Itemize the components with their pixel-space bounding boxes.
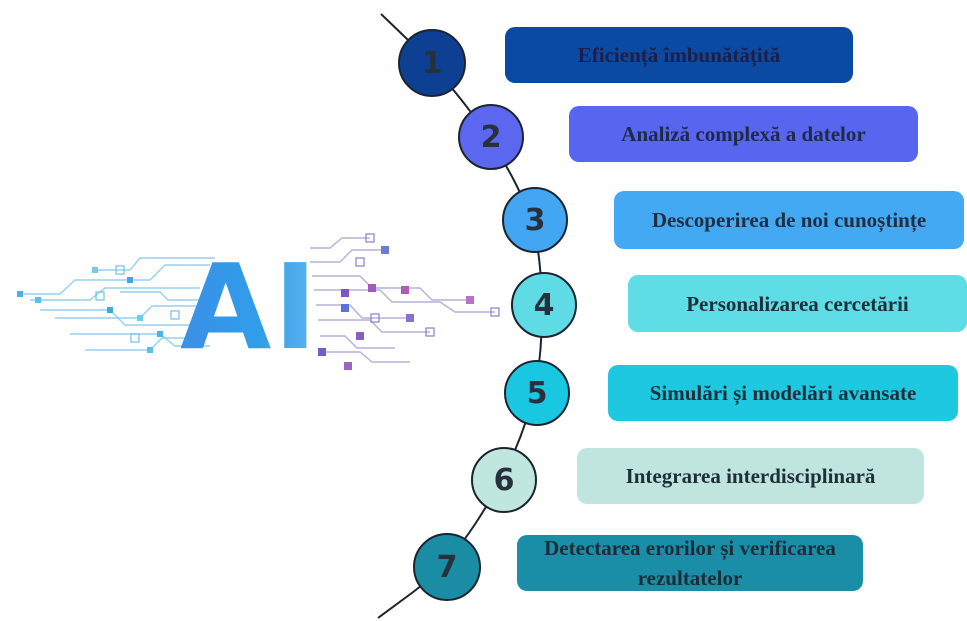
circuit-node — [17, 291, 23, 297]
circuit-node — [107, 307, 113, 313]
step-number: 2 — [480, 119, 502, 155]
circuit-pad — [355, 257, 365, 267]
circuit-node — [381, 246, 389, 254]
step-number: 6 — [493, 462, 515, 498]
circuit-pad — [365, 233, 375, 243]
circuit-trace — [55, 305, 205, 319]
circuit-node — [356, 332, 364, 340]
circuit-node — [92, 267, 98, 273]
circuit-node — [344, 362, 352, 370]
ai-logo-text: AI — [180, 238, 320, 376]
circuit-trace — [85, 337, 205, 351]
circuit-node — [127, 277, 133, 283]
step-3-circle: 3 — [502, 187, 568, 253]
circuit-node — [318, 348, 326, 356]
circuit-trace — [30, 287, 200, 301]
step-2-label: Analiză complexă a datelor — [569, 106, 918, 162]
circuit-trace — [322, 351, 410, 363]
circuit-node — [341, 304, 349, 312]
step-1-label: Eficiență îmbunătățită — [505, 27, 853, 83]
circuit-pad — [95, 291, 105, 301]
circuit-node — [466, 296, 474, 304]
step-4-circle: 4 — [511, 272, 577, 338]
circuit-trace — [316, 304, 410, 319]
step-4-label: Personalizarea cercetării — [628, 275, 967, 332]
circuit-trace — [310, 249, 385, 263]
step-1-circle: 1 — [398, 29, 466, 97]
step-number: 1 — [421, 45, 443, 81]
circuit-pad — [425, 327, 435, 337]
circuit-pad — [115, 265, 125, 275]
circuit-node — [341, 289, 349, 297]
circuit-trace — [95, 257, 215, 271]
circuit-pad — [170, 310, 180, 320]
circuit-pad — [370, 313, 380, 323]
step-5-label: Simulări și modelări avansate — [608, 365, 958, 421]
circuit-node — [401, 286, 409, 294]
circuit-trace — [320, 335, 395, 349]
step-number: 3 — [524, 202, 546, 238]
step-number: 7 — [436, 549, 458, 585]
circuit-trace — [312, 275, 470, 301]
circuit-trace — [318, 319, 430, 333]
circuit-pad — [490, 307, 500, 317]
circuit-node — [147, 347, 153, 353]
circuit-trace — [310, 237, 370, 249]
circuit-node — [137, 315, 143, 321]
step-6-label: Integrarea interdisciplinară — [577, 448, 924, 504]
step-7-label: Detectarea erorilor și verificarea rezul… — [517, 535, 863, 591]
step-2-circle: 2 — [458, 104, 524, 170]
circuit-trace — [120, 291, 200, 301]
step-number: 4 — [533, 287, 555, 323]
circuit-node — [368, 284, 376, 292]
circuit-node — [35, 297, 41, 303]
circuit-pad — [130, 333, 140, 343]
circuit-node — [406, 314, 414, 322]
step-6-circle: 6 — [471, 447, 537, 513]
step-3-label: Descoperirea de noi cunoștințe — [614, 191, 964, 249]
circuit-trace — [20, 264, 210, 295]
circuit-node — [157, 331, 163, 337]
step-5-circle: 5 — [504, 360, 570, 426]
circuit-trace — [70, 333, 210, 347]
step-7-circle: 7 — [413, 533, 481, 601]
step-number: 5 — [526, 375, 548, 411]
